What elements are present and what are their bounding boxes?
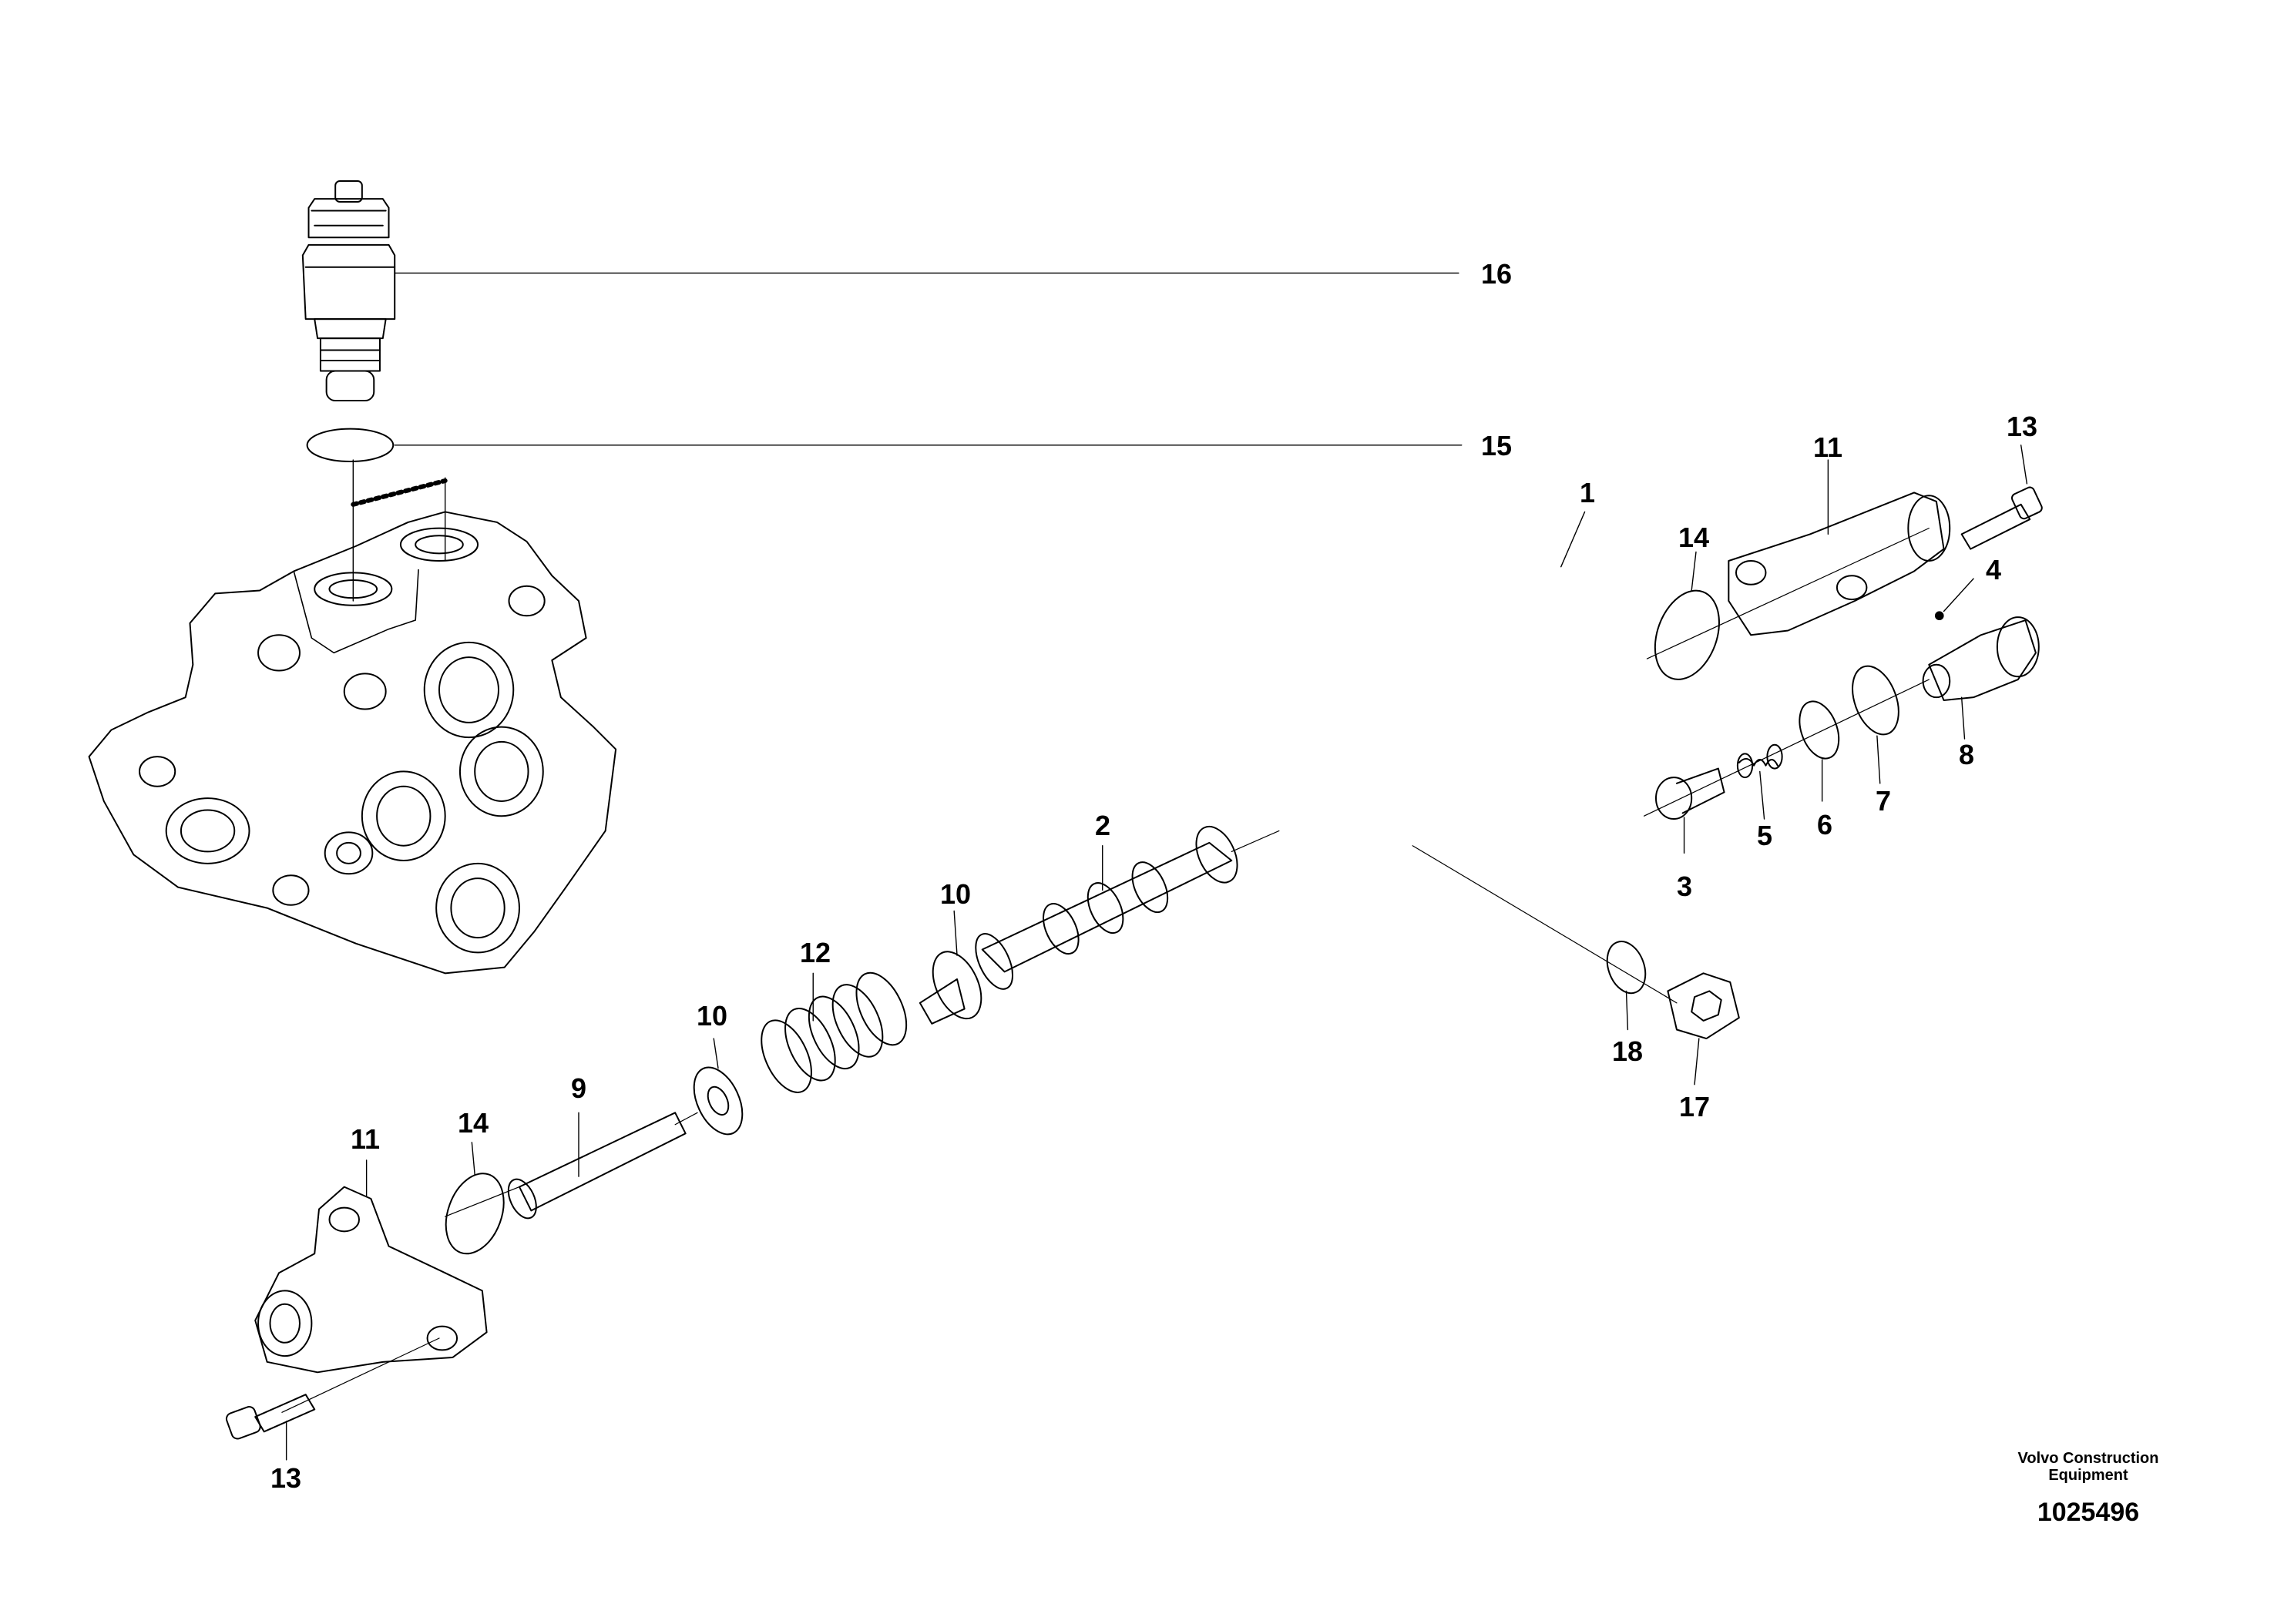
part-7-ring: [1844, 659, 1907, 740]
part-18-o-ring: [1600, 936, 1652, 998]
part-8-plug: [1923, 617, 2039, 700]
part-11-end-cover-left: [255, 1187, 486, 1373]
callout-1: 1: [1579, 477, 1596, 508]
callout-12: 12: [799, 937, 831, 968]
part-9-rod: [502, 1112, 685, 1223]
callout-17: 17: [1678, 1091, 1711, 1122]
callout-2: 2: [1094, 810, 1111, 841]
callout-11-left: 11: [350, 1123, 381, 1155]
part-6-ring: [1792, 696, 1846, 763]
part-1-valve-housing: [89, 512, 616, 973]
axis-lines: [282, 528, 1929, 1413]
part-13-bolt-left: [225, 1394, 314, 1440]
callout-14-left: 14: [457, 1107, 489, 1139]
drawing-number: 1025496: [2037, 1498, 2140, 1527]
callout-13-right: 13: [2006, 411, 2038, 442]
part-10-spring-seat-lower: [684, 1060, 752, 1143]
callout-15: 15: [1480, 430, 1513, 461]
callout-9: 9: [570, 1072, 587, 1104]
callout-3: 3: [1676, 871, 1693, 902]
callout-13-left: 13: [270, 1462, 302, 1494]
callout-10-upper: 10: [939, 878, 972, 910]
callout-5: 5: [1756, 820, 1773, 851]
credit-block: Volvo Construction Equipment 1025496: [2018, 1450, 2159, 1528]
part-4-marker: [1936, 612, 1943, 619]
callout-11-right: 11: [1812, 431, 1843, 463]
part-13-bolt-right: [1962, 486, 2044, 549]
callout-10-lower: 10: [696, 1000, 728, 1032]
credit-company-line2: Equipment: [2048, 1467, 2128, 1484]
part-14-o-ring-right: [1644, 582, 1731, 689]
callout-4: 4: [1985, 554, 2002, 586]
credit-company-line1: Volvo Construction: [2017, 1450, 2159, 1467]
part-10-spring-seat-upper: [920, 944, 991, 1026]
part-11-end-cover-right: [1728, 492, 1950, 635]
part-16-relief-valve: [303, 181, 395, 401]
callout-8: 8: [1958, 739, 1975, 770]
part-14-o-ring-left: [435, 1166, 514, 1262]
callout-18: 18: [1611, 1035, 1644, 1067]
callout-16: 16: [1480, 258, 1513, 290]
callout-7: 7: [1875, 785, 1892, 817]
part-12-spring: [751, 965, 916, 1100]
part-15-o-ring: [307, 429, 394, 461]
callout-14-right: 14: [1678, 522, 1710, 553]
part-2-spool: [968, 820, 1245, 995]
connection-marks: [353, 460, 445, 601]
leader-lines: [287, 273, 2027, 1459]
callout-6: 6: [1816, 809, 1833, 841]
part-17-plug: [1668, 973, 1738, 1038]
part-3-poppet: [1656, 769, 1725, 819]
